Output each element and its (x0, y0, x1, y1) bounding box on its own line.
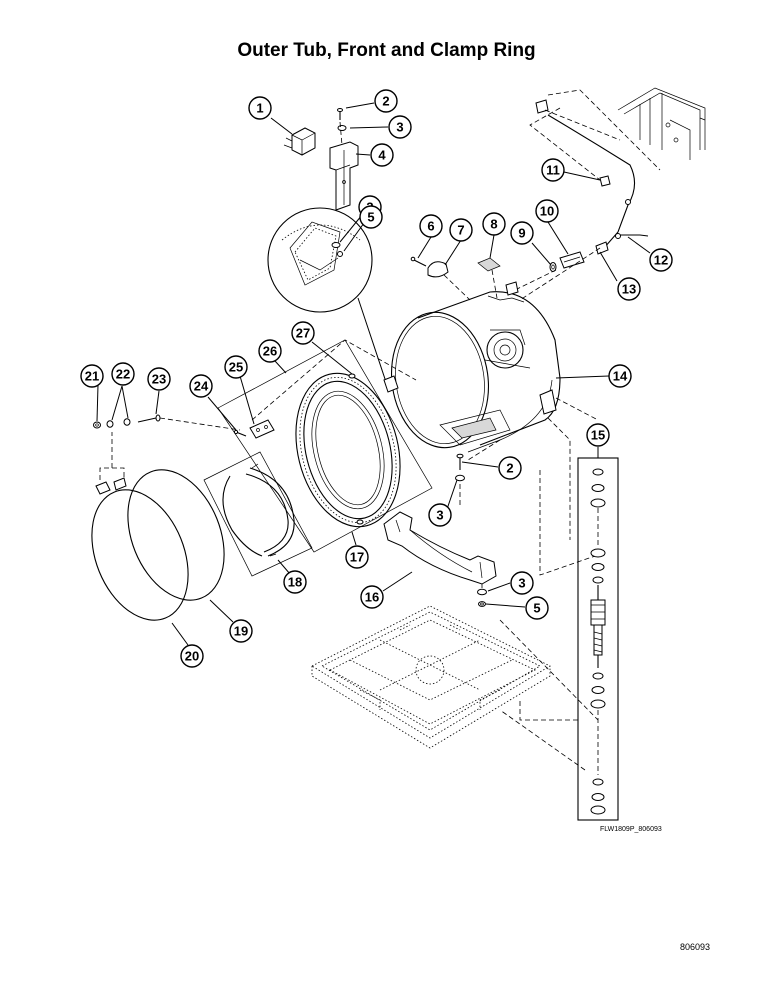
part-10-sensor (559, 251, 585, 269)
svg-text:18: 18 (288, 575, 302, 590)
part-25-hinge-plate (249, 419, 275, 439)
svg-text:23: 23 (152, 372, 166, 387)
svg-text:22: 22 (116, 367, 130, 382)
part-18-clamp-ring-box (203, 451, 313, 577)
part-27-tub-front-gasket (295, 372, 401, 528)
svg-text:12: 12 (654, 253, 668, 268)
callout-21: 21 (80, 364, 104, 388)
leader-lines (96, 102, 651, 646)
part-22-washer (106, 418, 131, 428)
callout-3-top: 3 (388, 115, 412, 139)
svg-text:5: 5 (533, 601, 540, 616)
callout-5-lower: 5 (525, 596, 549, 620)
callout-6: 6 (419, 214, 443, 238)
part-8-label-pad (477, 257, 501, 272)
part-16-tub-support-bracket (383, 511, 497, 585)
callout-4: 4 (370, 143, 394, 167)
svg-text:7: 7 (457, 223, 464, 238)
part-3-washer-lower (477, 588, 487, 596)
cabinet-base-dotted (311, 605, 551, 749)
callout-9: 9 (510, 221, 534, 245)
callout-7: 7 (449, 218, 473, 242)
svg-text:24: 24 (194, 379, 209, 394)
svg-text:27: 27 (296, 326, 310, 341)
callout-13: 13 (617, 277, 641, 301)
part-20-clamp-ring (91, 477, 189, 621)
callout-5-up: 5 (359, 205, 383, 229)
svg-text:3: 3 (396, 120, 403, 135)
svg-text:15: 15 (591, 428, 605, 443)
front-assembly-outline (217, 339, 433, 553)
callout-3-mid: 3 (428, 503, 452, 527)
callout-20: 20 (180, 644, 204, 668)
callout-16: 16 (360, 585, 384, 609)
part-23-bolt (137, 414, 161, 423)
callout-15: 15 (586, 423, 610, 447)
svg-text:8: 8 (490, 217, 497, 232)
callout-2-top: 2 (374, 89, 398, 113)
svg-text:1: 1 (256, 101, 263, 116)
svg-text:10: 10 (540, 204, 554, 219)
part-1-switch (283, 127, 316, 156)
part-15-suspension-rod-assembly (499, 457, 619, 821)
callout-27: 27 (291, 321, 315, 345)
part-3-washer-top (337, 125, 347, 131)
svg-text:5: 5 (367, 210, 374, 225)
page-number: 806093 (680, 942, 711, 952)
svg-text:16: 16 (365, 590, 379, 605)
callout-11: 11 (541, 158, 565, 182)
callout-26: 26 (258, 339, 282, 363)
part-24-screw (233, 429, 247, 437)
callout-12: 12 (649, 248, 673, 272)
svg-text:9: 9 (518, 226, 525, 241)
svg-text:13: 13 (622, 282, 636, 297)
callout-10: 10 (535, 199, 559, 223)
part-21-nut (93, 421, 101, 429)
part-4-bracket (329, 141, 359, 211)
callout-2-mid: 2 (498, 456, 522, 480)
callout-22: 22 (111, 362, 135, 386)
page-title: Outer Tub, Front and Clamp Ring (237, 40, 536, 61)
svg-text:17: 17 (350, 550, 364, 565)
svg-text:20: 20 (185, 649, 199, 664)
svg-text:2: 2 (506, 461, 513, 476)
svg-text:25: 25 (229, 360, 243, 375)
part-11-clip (599, 175, 611, 187)
part-19-clamp-ring (127, 469, 225, 601)
part-13-connector (595, 241, 609, 255)
part-3-washer-mid (455, 474, 465, 482)
callout-23: 23 (147, 367, 171, 391)
part-6-screw (410, 256, 427, 267)
svg-text:3: 3 (436, 508, 443, 523)
magnified-detail-circle (267, 207, 389, 389)
callout-24: 24 (189, 374, 213, 398)
svg-text:4: 4 (378, 148, 386, 163)
svg-text:3: 3 (518, 576, 525, 591)
svg-text:11: 11 (546, 163, 560, 178)
part-12-wire-harness (535, 99, 649, 249)
cabinet-frame-corner (617, 87, 706, 160)
svg-text:19: 19 (234, 624, 248, 639)
callout-1: 1 (248, 96, 272, 120)
callout-25: 25 (224, 355, 248, 379)
part-2-screw-mid (456, 453, 464, 470)
callout-18: 18 (283, 570, 307, 594)
part-7-clip (427, 261, 449, 278)
svg-text:2: 2 (382, 94, 389, 109)
drawing-code: FLW1809P_806093 (600, 826, 662, 833)
svg-text:21: 21 (85, 369, 99, 384)
callout-3-lower: 3 (510, 571, 534, 595)
callout-17: 17 (345, 545, 369, 569)
part-2-screw-top (337, 108, 343, 120)
svg-text:6: 6 (427, 219, 434, 234)
part-14-outer-tub (383, 281, 561, 453)
callout-19: 19 (229, 619, 253, 643)
callout-8: 8 (482, 212, 506, 236)
svg-text:14: 14 (613, 369, 628, 384)
svg-text:26: 26 (263, 344, 277, 359)
callout-14: 14 (608, 364, 632, 388)
part-5-nut-lower (478, 601, 486, 607)
